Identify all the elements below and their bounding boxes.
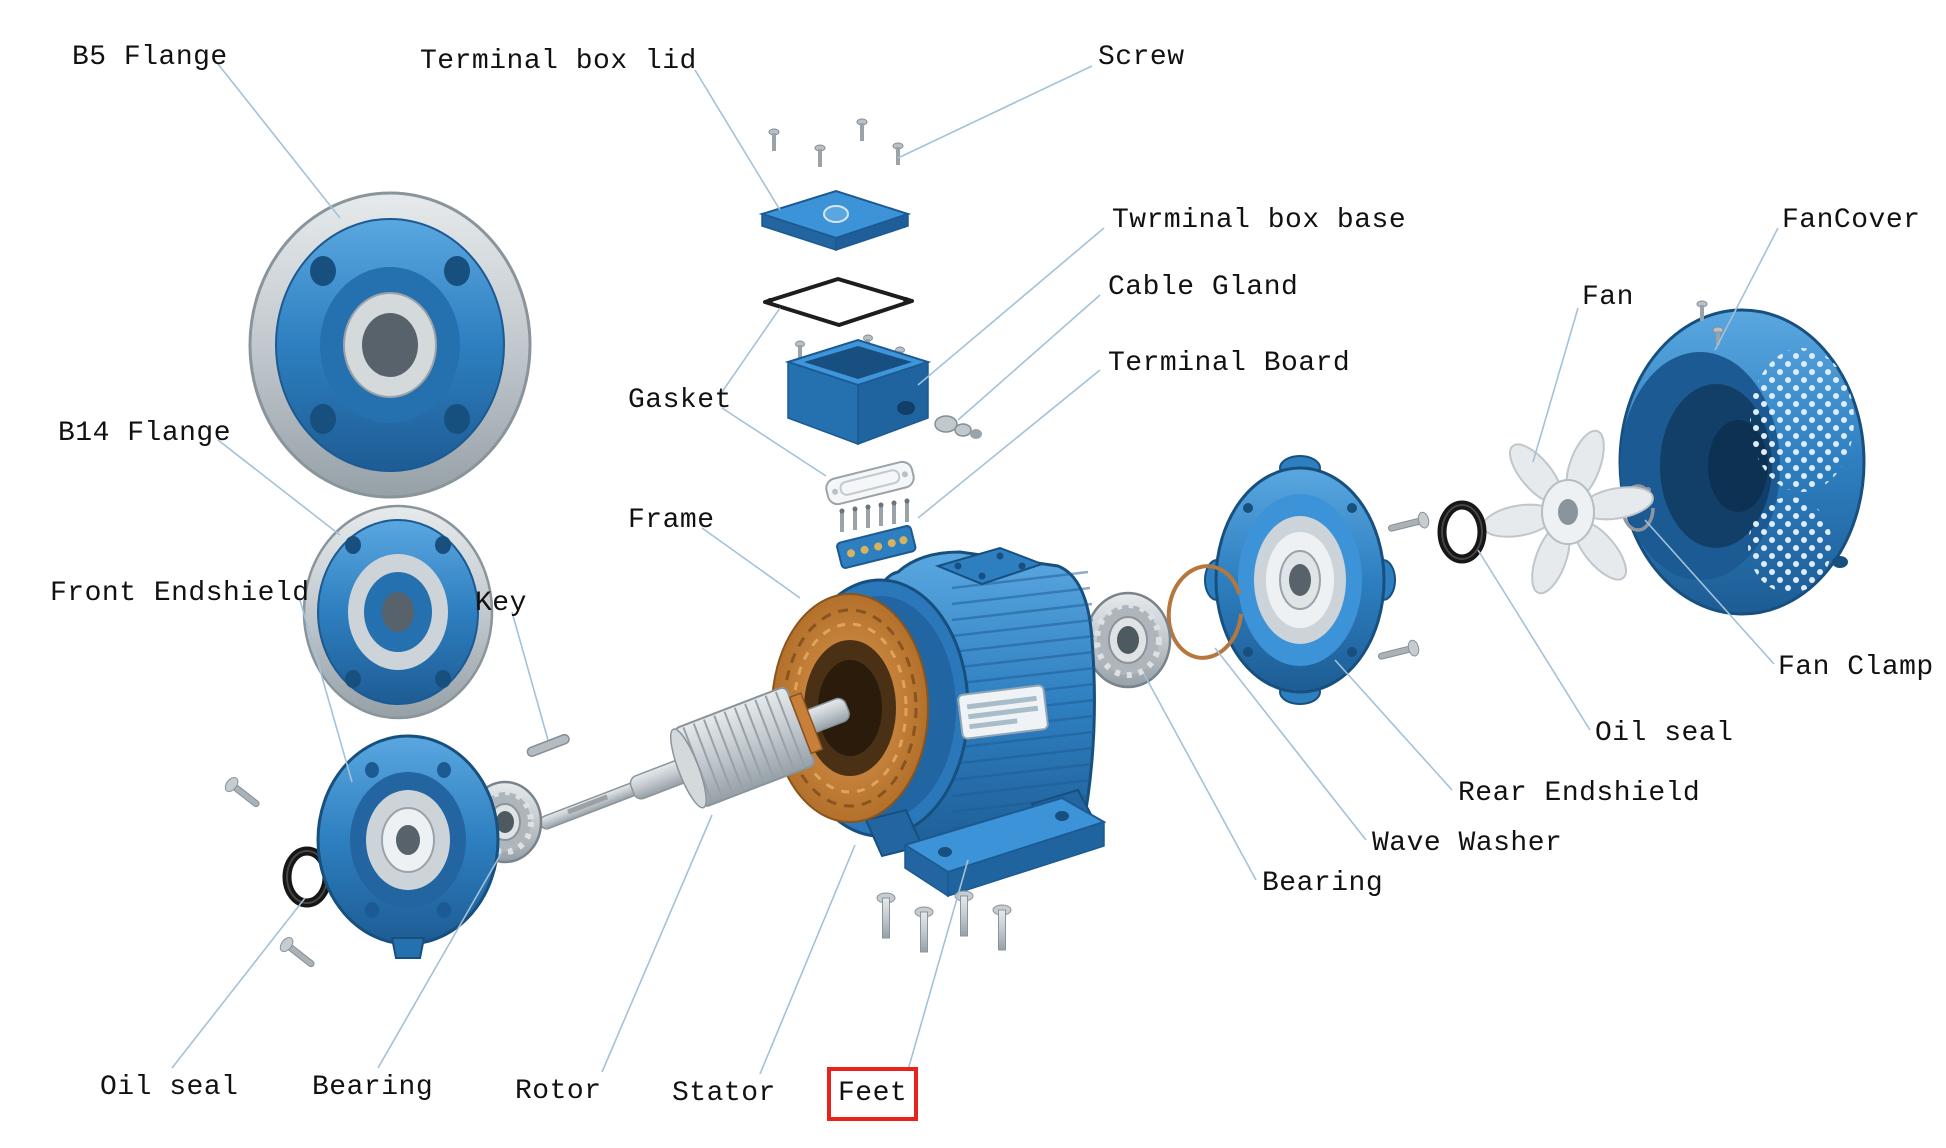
leader-oil-seal-left	[171, 897, 306, 1069]
wave-washer-part	[1166, 564, 1244, 660]
oil-seal-right-part	[1437, 500, 1487, 564]
leader-key	[511, 611, 549, 741]
leader-terminal-box-base	[917, 227, 1105, 386]
fan-part	[1482, 429, 1654, 595]
leader-terminal-box-lid	[694, 69, 781, 211]
leader-gasket	[721, 307, 781, 393]
leader-bearing-left	[377, 851, 503, 1069]
leader-feet	[907, 859, 969, 1071]
nameplate	[957, 684, 1049, 740]
leader-rear-endshield	[1334, 659, 1453, 791]
leader-gasket-1	[721, 407, 827, 477]
terminal-board-gasket-part	[825, 460, 915, 506]
fan-cover-part	[1618, 308, 1866, 616]
leader-cable-gland	[957, 294, 1101, 421]
front-screws	[224, 777, 315, 968]
leader-oil-seal-right	[1477, 549, 1591, 731]
terminal-lid-screws	[768, 118, 904, 167]
terminal-studs	[839, 498, 910, 532]
leader-wave-washer	[1214, 647, 1367, 841]
leader-screw	[897, 65, 1093, 159]
leader-front-endshield	[299, 599, 353, 783]
terminal-box-gasket-part	[763, 277, 914, 327]
feet-part	[902, 796, 1107, 898]
leader-stator	[759, 844, 856, 1075]
terminal-box-base-part	[784, 338, 932, 446]
leader-b5-flange	[217, 63, 341, 219]
leader-rotor	[601, 814, 713, 1073]
leader-frame	[701, 527, 801, 599]
leader-fan-clamp	[1644, 519, 1775, 665]
leader-bearing-right	[1143, 673, 1257, 881]
front-endshield-part	[316, 734, 500, 959]
bearing-right-part	[1084, 591, 1172, 689]
terminal-board-part	[836, 525, 917, 569]
terminal-box-lid-part	[758, 189, 912, 252]
rear-endshield-screws	[1378, 511, 1430, 660]
rear-endshield-part	[1204, 455, 1396, 705]
b5-flange-part	[248, 191, 532, 499]
leader-b14-flange	[217, 439, 341, 536]
feet-bolts	[876, 890, 1012, 953]
b14-flange-part	[302, 504, 494, 720]
fan-cover-screws	[1696, 300, 1724, 345]
cable-gland-part	[934, 415, 982, 439]
rotor-part	[539, 686, 850, 830]
key-part	[526, 733, 570, 757]
leader-fan	[1532, 307, 1579, 463]
leader-terminal-board	[917, 369, 1101, 519]
leader-fan-cover	[1714, 227, 1779, 351]
